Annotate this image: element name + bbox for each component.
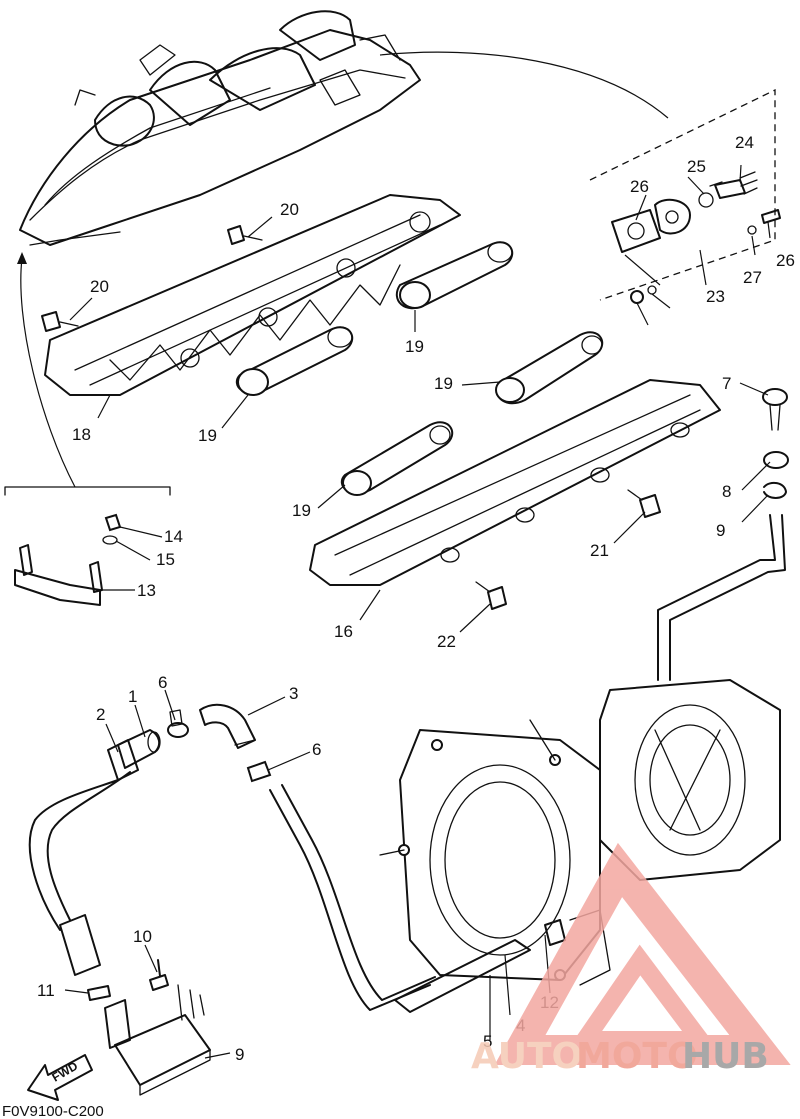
part-20-bolt-right bbox=[627, 489, 661, 518]
callout-5: 5 bbox=[483, 1032, 492, 1051]
callout-14: 13 bbox=[137, 581, 156, 600]
part-17-rail bbox=[309, 379, 721, 586]
callout-2: 2 bbox=[96, 705, 105, 724]
leader-lines bbox=[64, 164, 771, 1059]
watermark-inner-triangle bbox=[567, 944, 718, 1049]
callout-1: 1 bbox=[128, 687, 137, 706]
callout-19: 19 bbox=[198, 426, 217, 445]
watermark-triangle-icon bbox=[494, 842, 791, 1065]
callout-26: 27 bbox=[743, 268, 762, 287]
callout-18: 18 bbox=[72, 425, 91, 444]
detail-reference-line bbox=[379, 51, 669, 119]
hose-left-end bbox=[59, 914, 101, 976]
callout-16: 15 bbox=[156, 550, 175, 569]
part-20-bolt-upper bbox=[227, 225, 263, 245]
part-19-link-right-upper bbox=[495, 331, 604, 405]
part-6-clamp-upper bbox=[167, 709, 189, 738]
callout-6: 6 bbox=[312, 740, 321, 759]
part-9-clamp bbox=[763, 481, 787, 499]
callout-19: 19 bbox=[405, 337, 424, 356]
breather-hose bbox=[657, 514, 786, 681]
callout-24: 26 bbox=[630, 177, 649, 196]
callout-20: 21 bbox=[590, 541, 609, 560]
callout-20: 22 bbox=[437, 632, 456, 651]
part-19-link-right-lower bbox=[340, 421, 454, 496]
callout-3: 3 bbox=[289, 684, 298, 703]
callout-25: 26 bbox=[776, 251, 795, 270]
part-15-nut bbox=[104, 513, 122, 532]
part-19-link-lower bbox=[235, 326, 354, 396]
callout-10: 9 bbox=[235, 1045, 244, 1064]
inset-bracket-frame bbox=[4, 486, 171, 496]
part-6-clamp-lower bbox=[246, 760, 272, 783]
fwd-label: FWD bbox=[50, 1059, 81, 1085]
callout-15: 14 bbox=[164, 527, 183, 546]
part-10-control-box bbox=[104, 984, 211, 1096]
watermark-hub-text: HUB bbox=[682, 1036, 769, 1077]
callout-7: 7 bbox=[722, 374, 731, 393]
part-12-nipple bbox=[87, 985, 111, 1001]
callout-9: 9 bbox=[716, 521, 725, 540]
pump-housing bbox=[599, 679, 781, 881]
part-7-cap bbox=[762, 388, 788, 431]
watercraft-hull-illustration bbox=[19, 10, 421, 246]
part-20-bolt-bottom bbox=[475, 581, 507, 610]
part-14-bracket bbox=[14, 544, 103, 606]
callout-12: 11 bbox=[37, 981, 55, 1000]
part-3-elbow bbox=[199, 703, 256, 749]
hose-center bbox=[269, 784, 436, 1011]
part-8-grommet bbox=[763, 451, 789, 469]
callout-19: 19 bbox=[292, 501, 311, 520]
callout-17: 16 bbox=[334, 622, 353, 641]
fwd-direction-arrow: FWD bbox=[27, 1054, 93, 1101]
part-4-part-5-hose bbox=[394, 939, 531, 1013]
part-16-washer bbox=[102, 535, 118, 545]
hose-left bbox=[28, 771, 131, 931]
detail-inset-parts bbox=[611, 171, 781, 304]
part-1-hose-fitting bbox=[117, 729, 161, 769]
callout-11: 10 bbox=[133, 927, 152, 946]
callout-21: 23 bbox=[706, 287, 725, 306]
part-20-bolt-left bbox=[41, 311, 79, 332]
watermark: AUTO MOTO HUB bbox=[471, 842, 791, 1077]
callout-20: 20 bbox=[90, 277, 109, 296]
detail-reference-line-2 bbox=[20, 257, 76, 488]
part-18-rail bbox=[44, 194, 461, 396]
watermark-auto-text: AUTO bbox=[471, 1036, 582, 1077]
callout-22: 24 bbox=[735, 133, 754, 152]
callout-23: 25 bbox=[687, 157, 706, 176]
callout-6: 6 bbox=[158, 673, 167, 692]
watermark-moto-text: MOTO bbox=[576, 1036, 698, 1077]
callout-19: 19 bbox=[434, 374, 453, 393]
detail-inset-border bbox=[589, 88, 776, 301]
part-19-link-upper bbox=[395, 241, 514, 310]
callout-8: 8 bbox=[722, 482, 731, 501]
callout-20: 20 bbox=[280, 200, 299, 219]
drawing-code: F0V9100-C200 bbox=[2, 1103, 104, 1119]
part-11-valve bbox=[149, 959, 169, 991]
part-2-sleeve bbox=[107, 739, 139, 781]
arrow-head bbox=[17, 252, 27, 264]
